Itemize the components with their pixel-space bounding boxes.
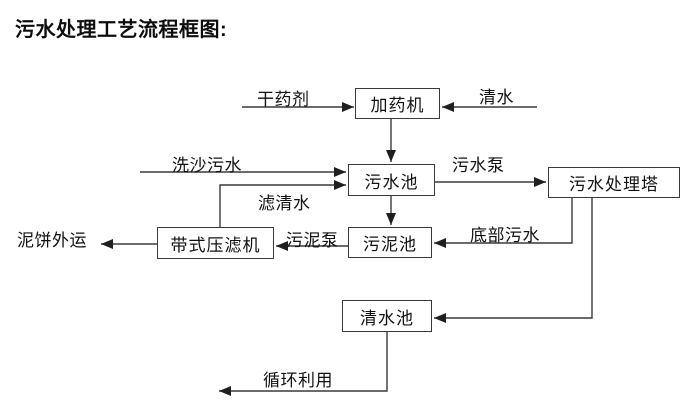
clean-pool-to-recycle-arrow xyxy=(219,332,388,396)
node-dosing-machine: 加药机 xyxy=(355,88,440,119)
tower-bottom-to-sludge-pool-arrow xyxy=(434,198,573,248)
sand-wash-sewage-label: 洗沙污水 xyxy=(172,156,242,175)
node-clean-water-pool: 清水池 xyxy=(342,300,432,332)
node-belt-filter-press: 带式压滤机 xyxy=(157,227,274,259)
clean-water-label: 清水 xyxy=(479,88,514,107)
page-title: 污水处理工艺流程框图: xyxy=(15,19,228,41)
mud-cake-out-label: 泥饼外运 xyxy=(17,231,87,250)
tower-to-clean-water-pool-arrow xyxy=(434,198,593,323)
node-sludge-pool: 污泥池 xyxy=(348,227,432,258)
dry-agent-label: 干药剂 xyxy=(257,90,310,109)
sludge-pump-label: 污泥泵 xyxy=(286,231,339,250)
node-treatment-tower: 污水处理塔 xyxy=(548,167,680,198)
filtered-water-label: 滤清水 xyxy=(258,194,311,213)
recycle-use-label: 循环利用 xyxy=(263,371,333,390)
bottom-sewage-label: 底部污水 xyxy=(470,226,540,245)
sewage-pump-label: 污水泵 xyxy=(452,156,505,175)
filtered-water-to-sewage-pool-arrow xyxy=(219,180,346,227)
node-sewage-pool: 污水池 xyxy=(348,164,435,196)
